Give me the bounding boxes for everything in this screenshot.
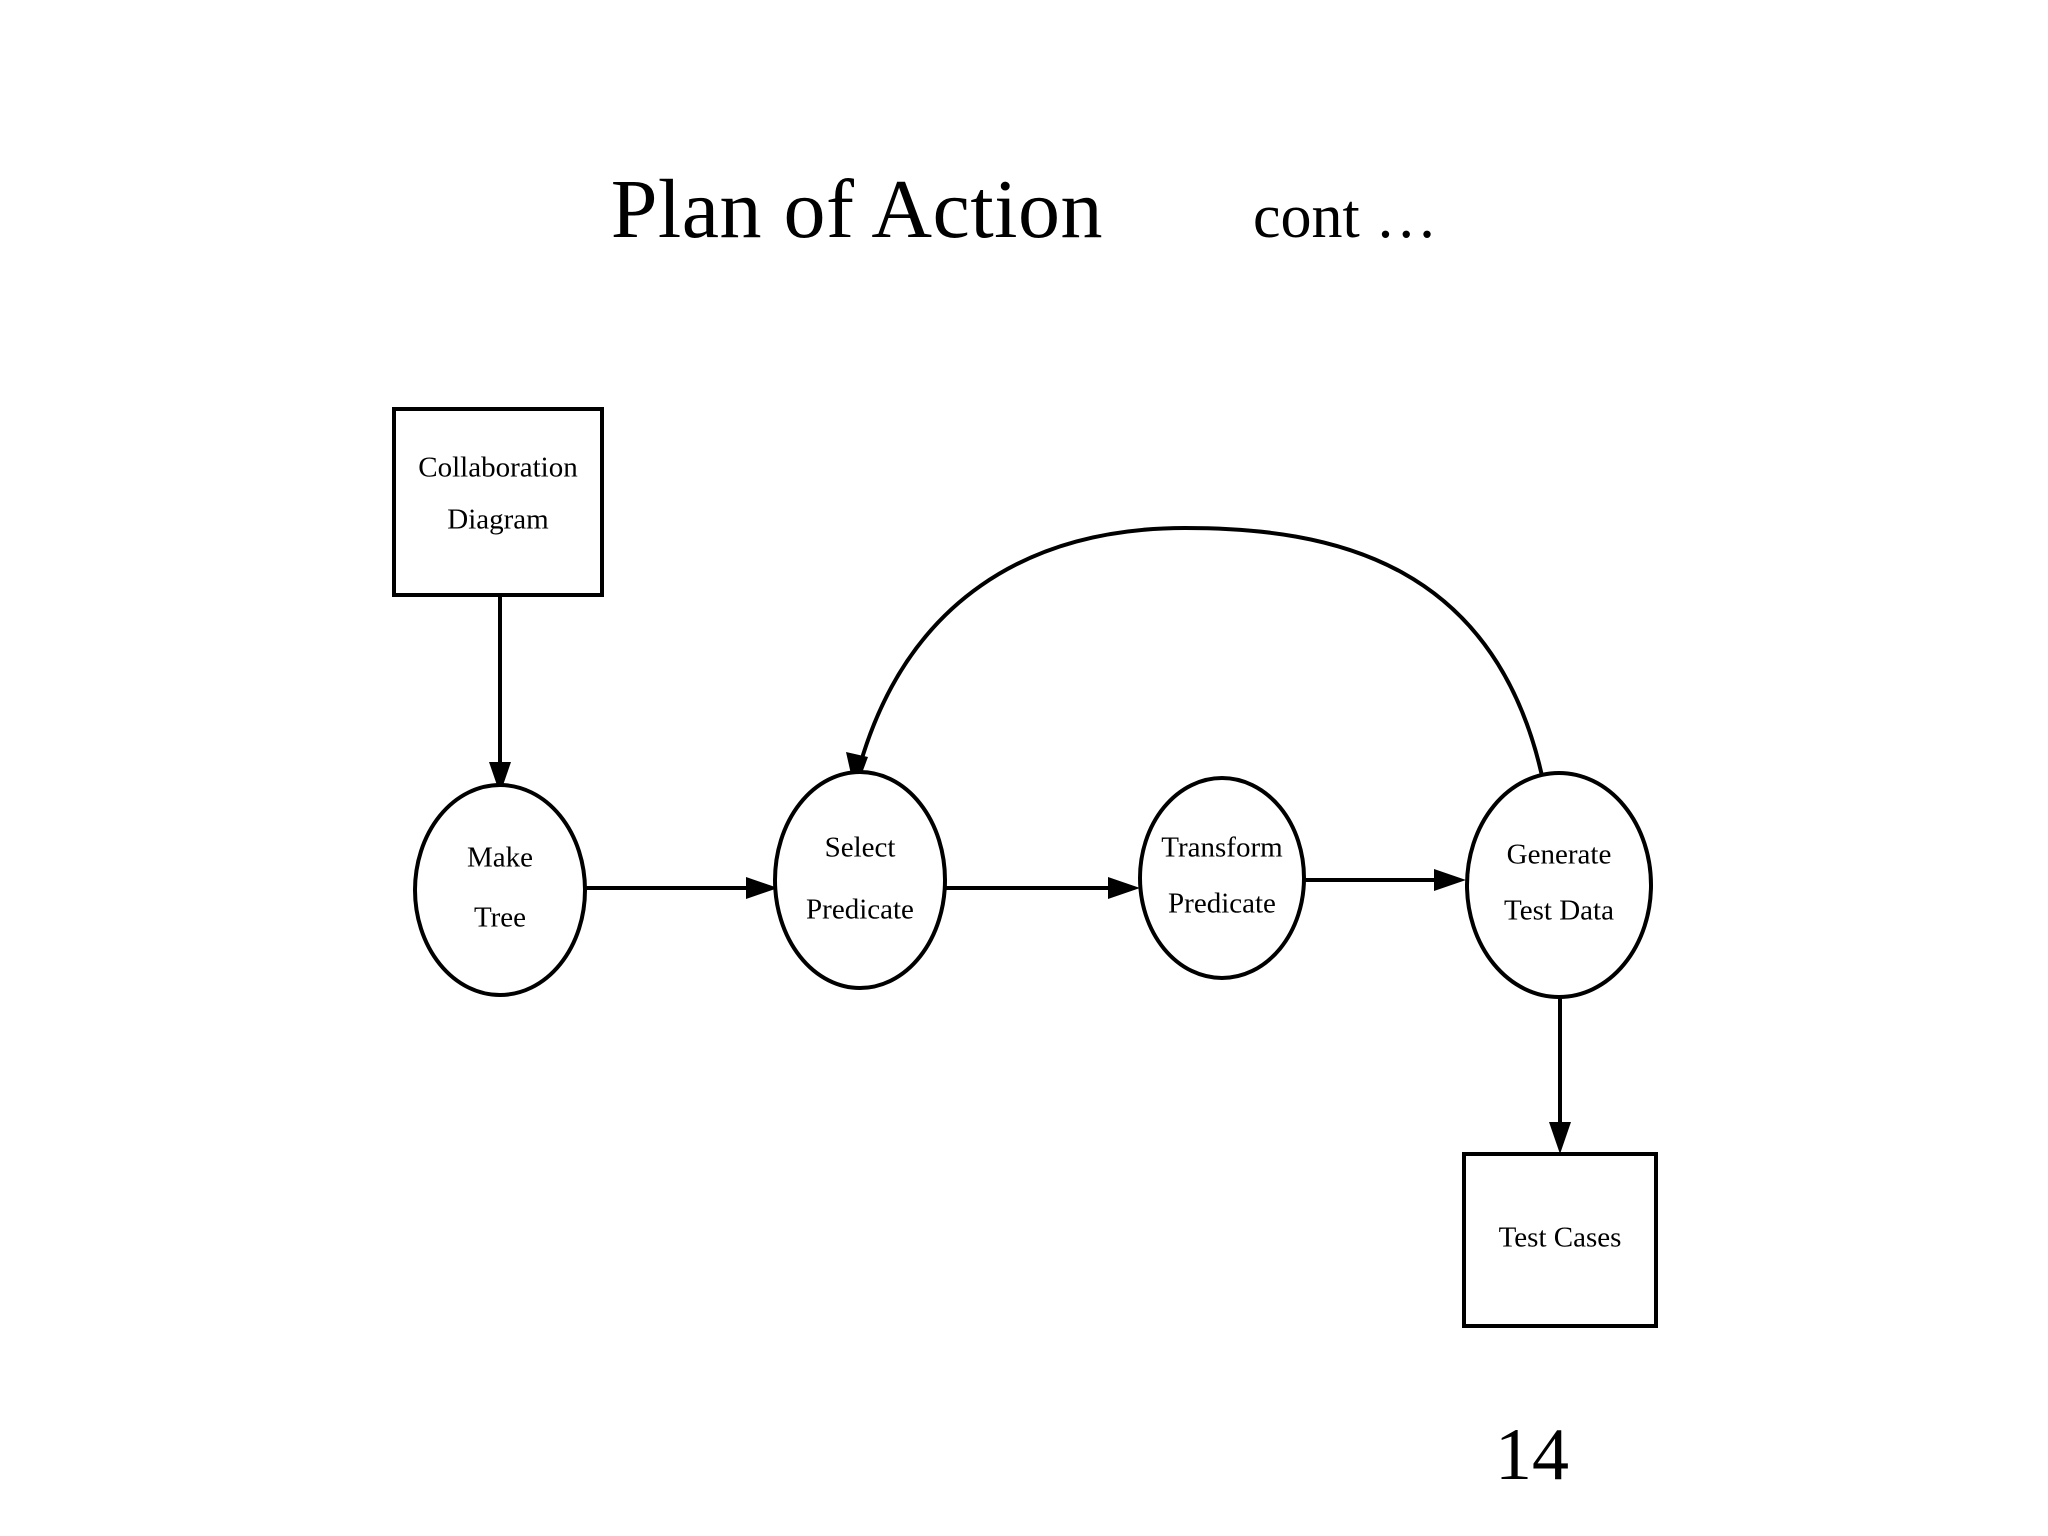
edge-generate-test-data-to-select-predicate-feedback — [846, 525, 1547, 792]
node-make-tree[interactable]: Make Tree — [413, 783, 587, 997]
node-transform-predicate-label-line1: Transform — [1161, 832, 1283, 864]
node-generate-test-data-label-line2: Test Data — [1504, 895, 1614, 927]
node-select-predicate[interactable]: Select Predicate — [773, 770, 947, 990]
edge-make-tree-to-select-predicate — [586, 877, 778, 899]
node-transform-predicate[interactable]: Transform Predicate — [1138, 776, 1306, 980]
edge-select-predicate-to-transform-predicate — [946, 877, 1140, 899]
node-test-cases[interactable]: Test Cases — [1462, 1152, 1658, 1328]
edge-transform-predicate-to-generate-test-data — [1305, 869, 1466, 891]
page-title: Plan of Action — [610, 163, 1104, 256]
node-select-predicate-label-line1: Select — [825, 832, 896, 864]
page-number: 14 — [1495, 1414, 1569, 1496]
edge-collaboration-to-make-tree — [489, 595, 511, 794]
edge-generate-test-data-to-test-cases — [1549, 997, 1571, 1154]
node-generate-test-data-label-line1: Generate — [1507, 839, 1612, 871]
node-collaboration-diagram-label-line2: Diagram — [447, 504, 549, 536]
page-title-continuation: cont … — [1253, 183, 1438, 251]
node-make-tree-label-line2: Tree — [474, 902, 526, 934]
node-generate-test-data[interactable]: Generate Test Data — [1465, 771, 1653, 999]
node-collaboration-diagram-label-line1: Collaboration — [418, 452, 578, 484]
node-transform-predicate-label-line2: Predicate — [1168, 888, 1276, 920]
node-test-cases-label: Test Cases — [1499, 1222, 1622, 1254]
node-make-tree-label-line1: Make — [467, 842, 533, 874]
node-select-predicate-label-line2: Predicate — [806, 894, 914, 926]
node-collaboration-diagram[interactable]: Collaboration Diagram — [392, 407, 604, 597]
slide-title-row: Plan of Action cont … — [0, 168, 2048, 278]
